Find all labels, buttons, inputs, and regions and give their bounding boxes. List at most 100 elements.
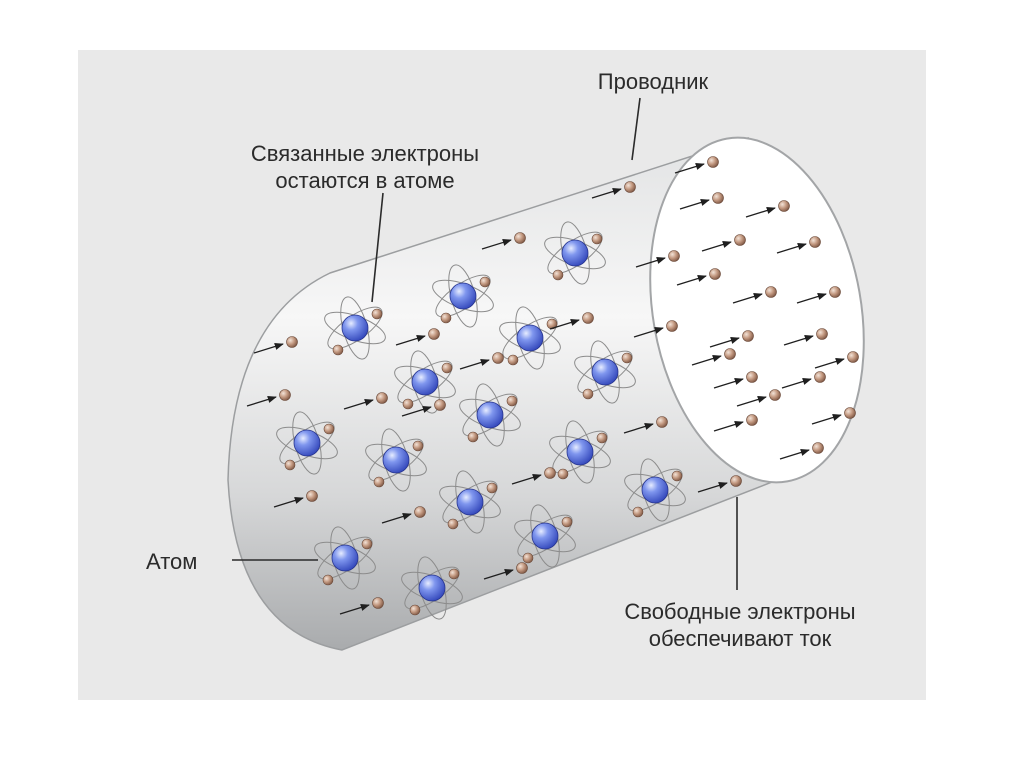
electron-icon (847, 351, 859, 363)
label-atom-text: Атом (146, 549, 198, 574)
electron-icon (286, 336, 298, 348)
label-atom: Атом (146, 548, 226, 575)
bound-electron-icon (467, 431, 479, 443)
free-electron (633, 320, 678, 338)
arrow-right-icon (633, 326, 664, 338)
free-electron (549, 312, 594, 330)
atom-icon (439, 470, 501, 534)
arrow-right-icon (811, 413, 842, 425)
electron-icon (844, 407, 856, 419)
free-electron (781, 371, 826, 389)
free-electron (253, 336, 298, 354)
arrow-right-icon (401, 405, 432, 417)
atom-icon (314, 526, 376, 590)
arrow-right-icon (736, 395, 767, 407)
electron-icon (778, 200, 790, 212)
nucleus-icon (341, 314, 369, 342)
electron-icon (656, 416, 668, 428)
bound-electron-icon (322, 574, 334, 586)
nucleus-icon (566, 438, 594, 466)
electron-icon (712, 192, 724, 204)
electron-icon (376, 392, 388, 404)
free-electrons-layer (246, 156, 859, 615)
arrow-right-icon (691, 354, 722, 366)
bound-electron-icon (591, 233, 603, 245)
label-conductor: Проводник (558, 68, 748, 95)
bound-electron-icon (373, 476, 385, 488)
free-electron (459, 352, 504, 370)
leader-line (371, 192, 384, 303)
atoms-layer (276, 221, 686, 620)
arrow-right-icon (591, 187, 622, 199)
free-electron (745, 200, 790, 218)
bound-electron-icon (361, 538, 373, 550)
nucleus-icon (411, 368, 439, 396)
bound-electron-icon (522, 552, 534, 564)
arrow-right-icon (253, 342, 284, 354)
atom-icon (544, 221, 606, 285)
free-electron (732, 286, 777, 304)
nucleus-icon (516, 324, 544, 352)
arrow-right-icon (459, 358, 490, 370)
arrow-right-icon (343, 398, 374, 410)
free-electron (511, 467, 556, 485)
leader-line (631, 97, 641, 161)
free-electron (381, 506, 426, 524)
arrow-right-icon (481, 238, 512, 250)
free-electron (623, 416, 668, 434)
electron-icon (730, 475, 742, 487)
conductor-cylinder (227, 136, 773, 651)
electron-icon (544, 467, 556, 479)
label-bound-electrons-line1: Связанные электроны (250, 141, 480, 166)
atom-icon (499, 306, 561, 370)
arrow-right-icon (697, 481, 728, 493)
electron-icon (812, 442, 824, 454)
bound-electron-icon (507, 354, 519, 366)
electron-icon (724, 348, 736, 360)
free-electron (395, 328, 440, 346)
bound-electron-icon (402, 398, 414, 410)
free-electron (697, 475, 742, 493)
bound-electron-icon (557, 468, 569, 480)
arrow-right-icon (679, 198, 710, 210)
electron-icon (414, 506, 426, 518)
arrow-right-icon (674, 162, 705, 174)
free-electron (591, 181, 636, 199)
electron-icon (814, 371, 826, 383)
electron-icon (765, 286, 777, 298)
bound-electron-icon (323, 423, 335, 435)
bound-electron-icon (284, 459, 296, 471)
electron-icon (306, 490, 318, 502)
arrow-right-icon (783, 334, 814, 346)
atom-icon (394, 350, 456, 414)
label-bound-electrons-line2: остаются в атоме (275, 168, 455, 193)
electron-icon (624, 181, 636, 193)
label-free-electrons: Свободные электроны обеспечивают ток (560, 598, 920, 652)
electron-icon (434, 399, 446, 411)
bound-electron-icon (441, 362, 453, 374)
electron-icon (769, 389, 781, 401)
arrow-right-icon (701, 240, 732, 252)
bound-electron-icon (448, 568, 460, 580)
electron-icon (428, 328, 440, 340)
nucleus-icon (561, 239, 589, 267)
arrow-right-icon (814, 357, 845, 369)
electron-icon (279, 389, 291, 401)
free-electron (814, 351, 859, 369)
label-free-electrons-line1: Свободные электроны (624, 599, 856, 624)
arrow-right-icon (483, 568, 514, 580)
bound-electron-icon (447, 518, 459, 530)
arrow-right-icon (623, 422, 654, 434)
bound-electron-icon (412, 440, 424, 452)
atom-icon (365, 428, 427, 492)
electron-icon (666, 320, 678, 332)
nucleus-icon (449, 282, 477, 310)
arrow-right-icon (713, 377, 744, 389)
free-electron (343, 392, 388, 410)
arrow-right-icon (776, 242, 807, 254)
atom-icon (276, 411, 338, 475)
label-conductor-text: Проводник (597, 69, 709, 94)
nucleus-icon (293, 429, 321, 457)
